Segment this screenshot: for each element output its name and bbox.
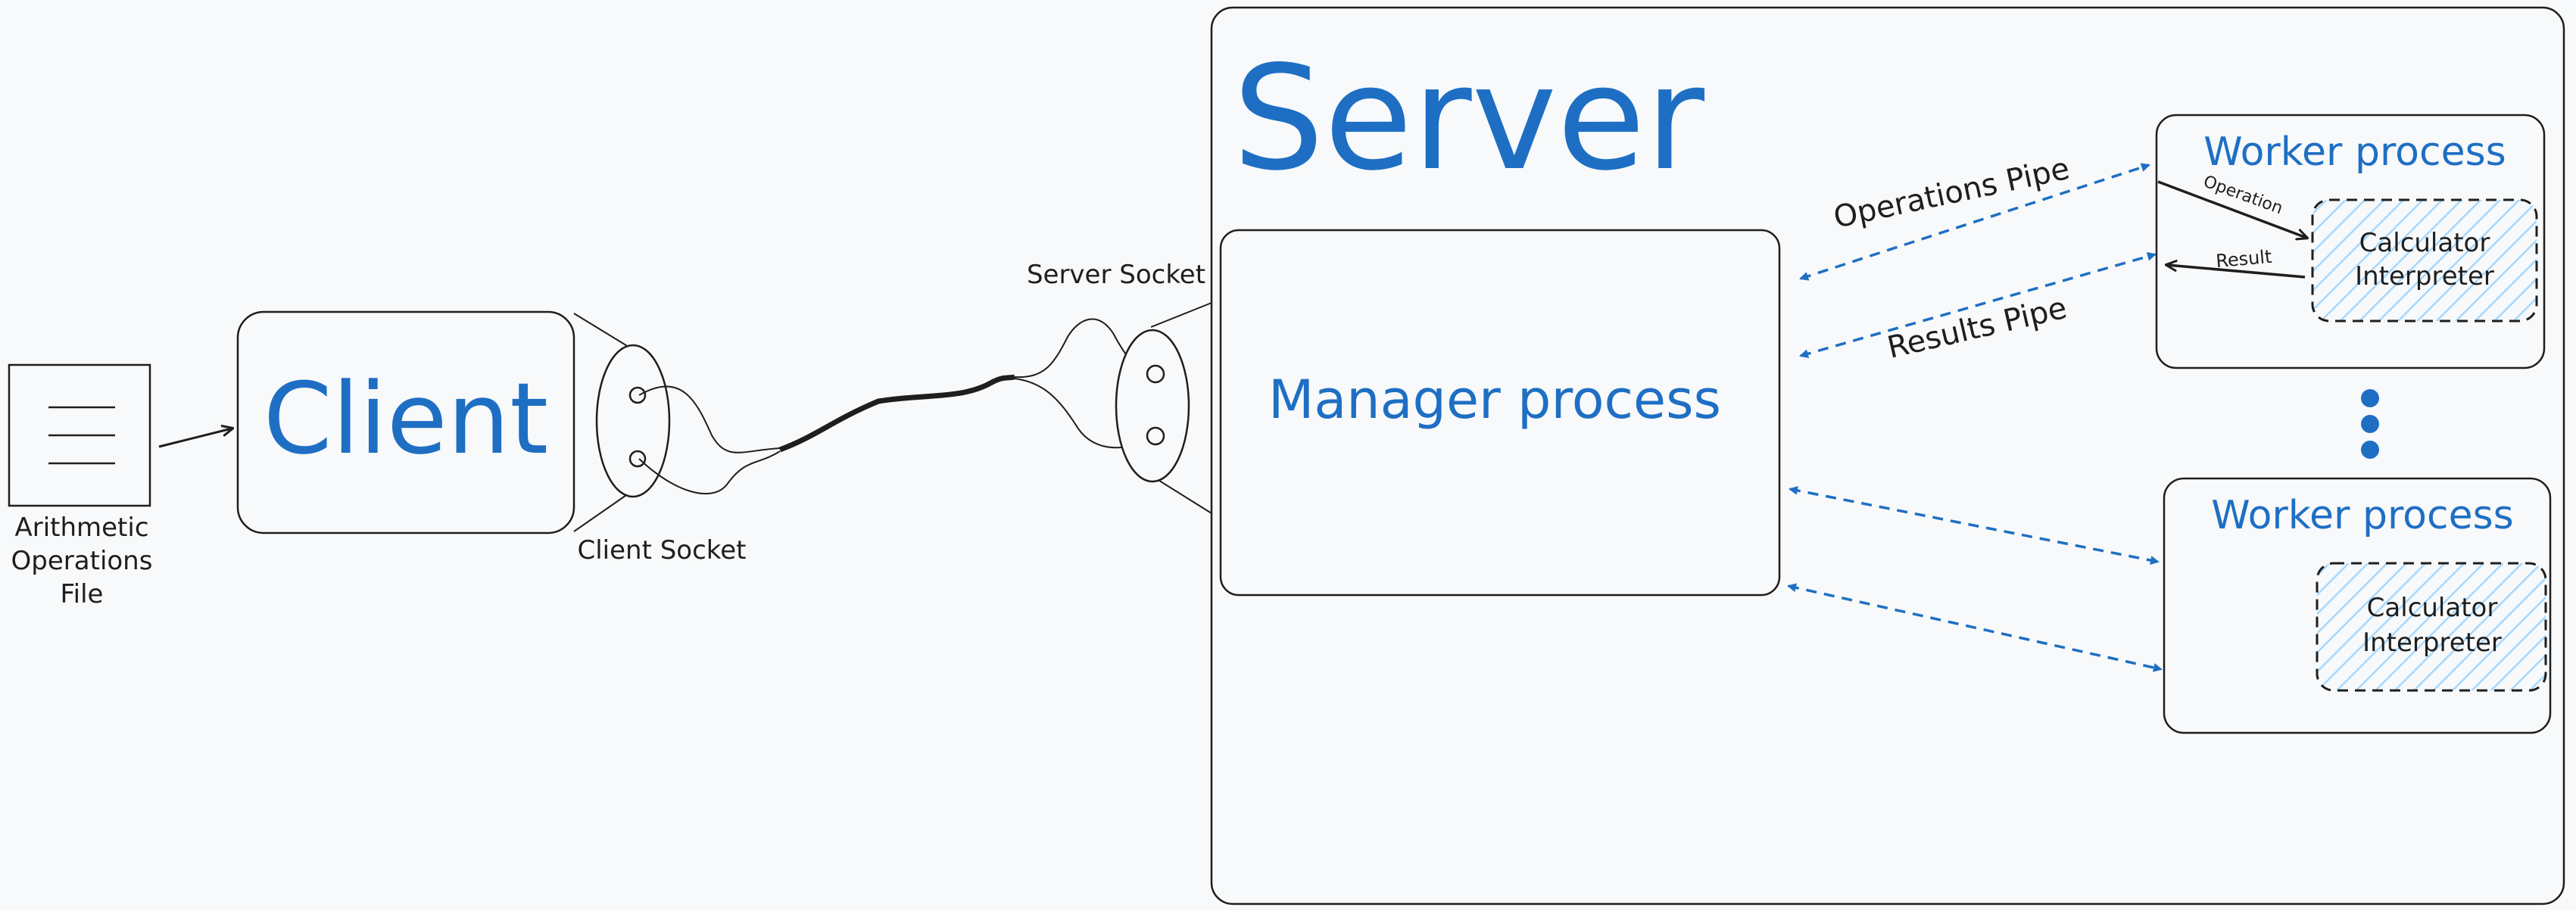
server-socket xyxy=(1115,302,1212,514)
results-pipe-arrow-2 xyxy=(1787,583,2163,672)
manager-box xyxy=(1219,229,1781,597)
results-pipe-label: Results Pipe xyxy=(1884,291,2070,366)
result-label: Result xyxy=(2215,246,2272,272)
interpreter-line-2-2: Interpreter xyxy=(2362,628,2502,658)
worker-title-1: Worker process xyxy=(2203,129,2506,175)
result-arrow xyxy=(2167,265,2306,279)
network-cable xyxy=(638,318,1152,495)
server-box xyxy=(1210,6,2565,905)
operations-pipe-label: Operations Pipe xyxy=(1830,151,2072,235)
client-socket-label: Client Socket xyxy=(577,535,746,566)
manager-label: Manager process xyxy=(1268,369,1721,431)
client-title: Client xyxy=(264,361,548,476)
file-label-line-1: Arithmetic xyxy=(14,513,148,543)
server-title: Server xyxy=(1233,35,1705,202)
more-workers-dots xyxy=(2361,389,2379,459)
client-socket xyxy=(573,313,671,532)
file-label-line-3: File xyxy=(61,579,104,609)
calculator-interpreter-2 xyxy=(2316,562,2547,692)
file-to-client-arrow xyxy=(158,429,232,448)
results-pipe-arrow xyxy=(1799,251,2157,359)
server-socket-label: Server Socket xyxy=(1027,260,1205,290)
operation-arrow xyxy=(2157,180,2306,238)
worker-title-2: Worker process xyxy=(2211,493,2514,538)
operations-pipe-arrow-2 xyxy=(1789,486,2160,565)
client-box xyxy=(236,310,575,534)
interpreter-line-1-1: Calculator xyxy=(2359,228,2490,258)
file-label-line-2: Operations xyxy=(11,546,153,576)
operations-file xyxy=(8,363,151,507)
interpreter-line-1-2: Interpreter xyxy=(2355,261,2494,291)
interpreter-line-2-1: Calculator xyxy=(2367,593,2498,623)
calculator-interpreter-1 xyxy=(2311,198,2538,323)
